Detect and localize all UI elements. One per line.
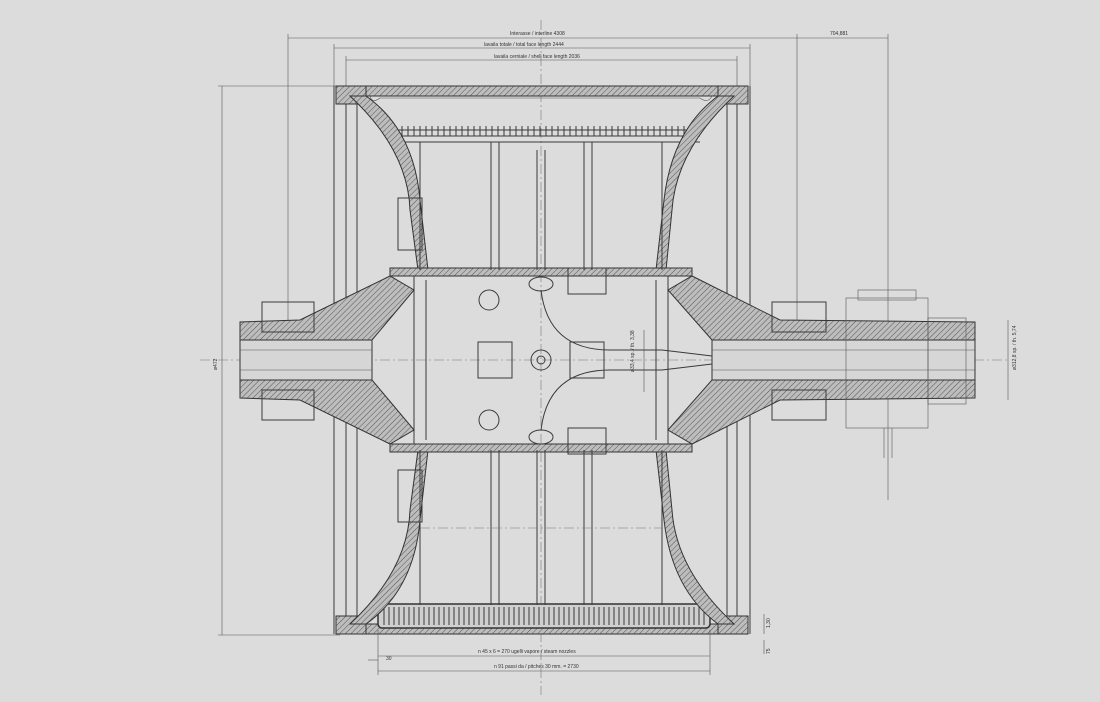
dim-shaft-diameter: ø312,8 sp. / th. 5,74 bbox=[1012, 325, 1018, 370]
dim-pipe-diameter: ø33,4 sp. / th. 3,38 bbox=[630, 330, 636, 372]
dim-top-right: 704,881 bbox=[830, 31, 848, 37]
left-dimension: ø472 bbox=[213, 85, 340, 636]
dim-interline: Interasse / interline 4308 bbox=[510, 31, 565, 37]
dim-small-30: 30 bbox=[386, 656, 392, 662]
internal-pipes bbox=[397, 142, 713, 605]
dim-total-face: lavaila totale / total face length 2444 bbox=[484, 42, 564, 48]
dim-pitches: n 91 passi da / pitches 30 mm. = 2730 bbox=[494, 664, 579, 670]
dim-shell-face: lavaila cerniale / shell face length 203… bbox=[494, 54, 580, 60]
dim-small-75: 75 bbox=[766, 648, 772, 654]
bottom-dimensions: n 45 x 6 = 270 ugelli vapore / steam noz… bbox=[368, 630, 711, 675]
drum-shell bbox=[333, 85, 751, 635]
dim-steam-nozzles: n 45 x 6 = 270 ugelli vapore / steam noz… bbox=[478, 649, 576, 655]
right-dimensions: ø312,8 sp. / th. 5,74 ø33,4 sp. / th. 3,… bbox=[630, 320, 1018, 654]
right-shaft bbox=[711, 289, 976, 458]
top-nozzle-row bbox=[388, 126, 700, 143]
left-shaft bbox=[239, 301, 373, 421]
dim-small-130: 1,30 bbox=[766, 618, 772, 628]
top-dimensions: Interasse / interline 4308 704,881 lavai… bbox=[287, 31, 889, 500]
central-hub bbox=[239, 267, 976, 453]
dim-diameter-left: ø472 bbox=[213, 358, 219, 370]
